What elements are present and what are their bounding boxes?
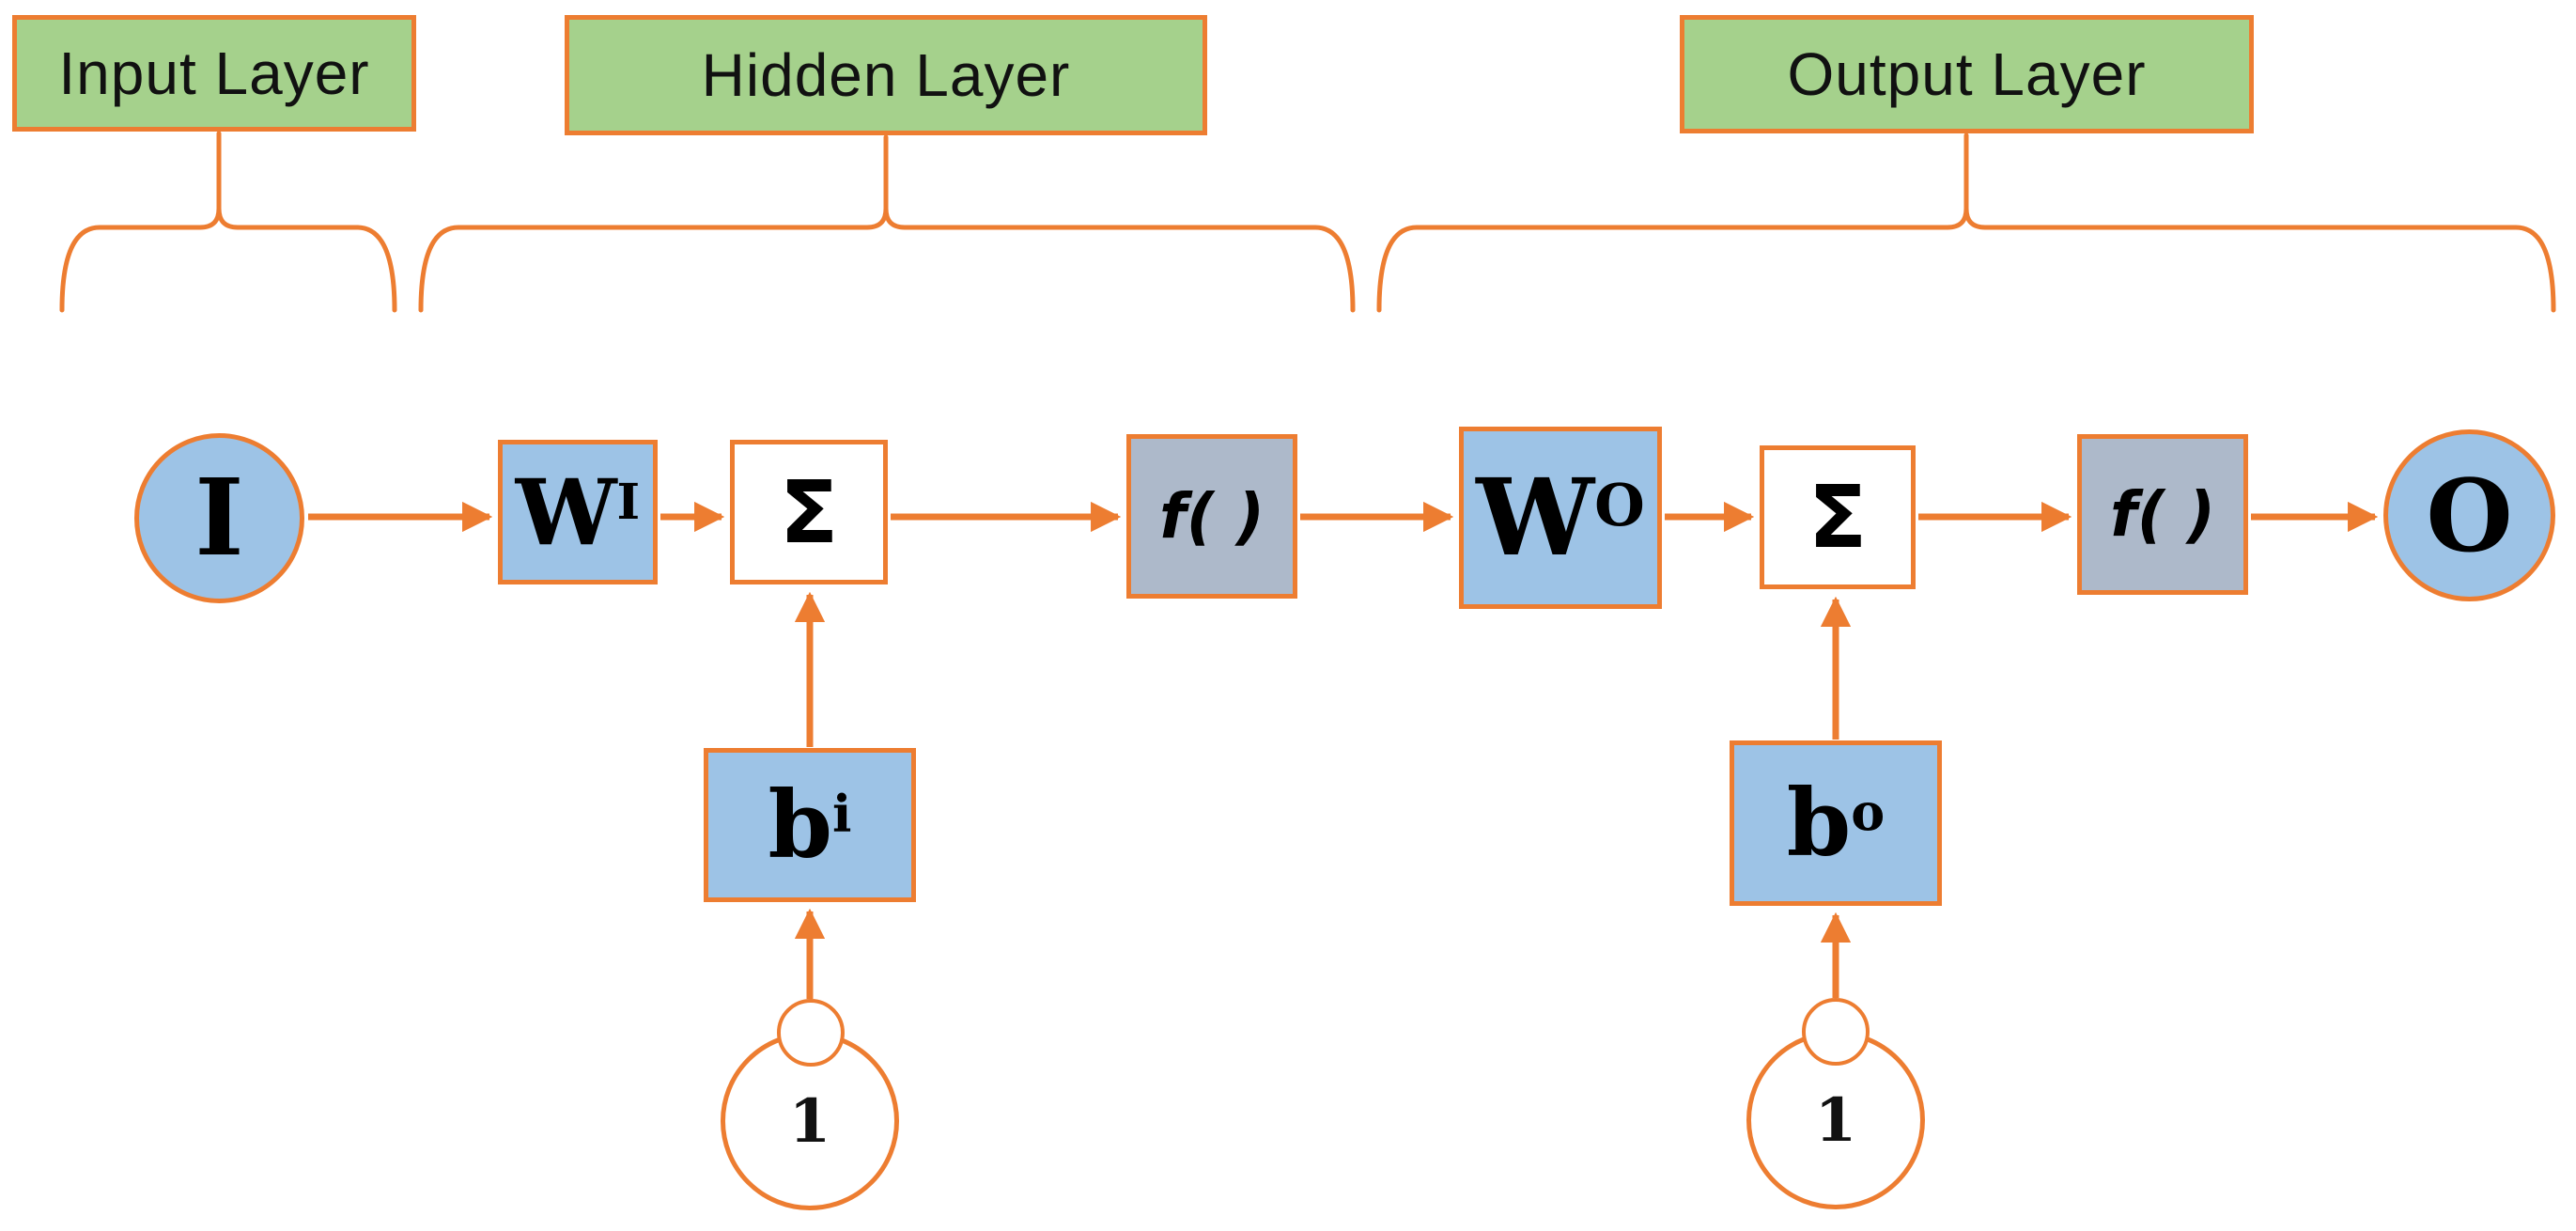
activation-hidden-node: f( ) bbox=[1126, 434, 1297, 599]
weight-input-node: WI bbox=[498, 440, 658, 584]
output-layer-label: Output Layer bbox=[1680, 15, 2254, 133]
activation-output-node: f( ) bbox=[2077, 434, 2248, 595]
weight-input-superscript: I bbox=[616, 473, 641, 532]
sum-hidden-node: Σ bbox=[730, 440, 888, 584]
weight-output-node: WO bbox=[1459, 427, 1662, 609]
output-node: O bbox=[2383, 429, 2555, 601]
hidden-layer-label: Hidden Layer bbox=[565, 15, 1207, 135]
bias-output-superscript: o bbox=[1851, 781, 1885, 842]
bias-hidden-node: bi bbox=[704, 748, 916, 902]
bias-hidden-label: bi bbox=[768, 771, 852, 880]
bias-output-label: bo bbox=[1786, 769, 1885, 878]
input-node-label: I bbox=[194, 457, 244, 580]
output-node-label: O bbox=[2426, 457, 2513, 574]
sum-hidden-label: Σ bbox=[779, 461, 839, 563]
bias-unit-output-connector-circle bbox=[1802, 998, 1870, 1066]
bias-unit-hidden-label: 1 bbox=[788, 1085, 831, 1157]
sum-output-node: Σ bbox=[1760, 445, 1916, 589]
activation-hidden-label: f( ) bbox=[1158, 480, 1265, 553]
weight-output-label: WO bbox=[1476, 456, 1645, 580]
input-layer-label: Input Layer bbox=[12, 15, 416, 132]
bias-unit-hidden-circle: 1 bbox=[721, 1032, 899, 1210]
brace-input-layer bbox=[59, 208, 397, 313]
brace-hidden-layer bbox=[418, 208, 1356, 313]
bias-unit-output-label: 1 bbox=[1814, 1084, 1857, 1156]
weight-output-superscript: O bbox=[1594, 470, 1645, 539]
brace-output-layer bbox=[1376, 208, 2556, 313]
weight-input-label: WI bbox=[515, 459, 641, 566]
sum-output-label: Σ bbox=[1808, 467, 1868, 568]
bias-hidden-superscript: i bbox=[832, 783, 852, 844]
bias-output-node: bo bbox=[1730, 740, 1942, 906]
bias-unit-hidden-connector-circle bbox=[777, 999, 845, 1067]
input-node: I bbox=[134, 433, 304, 603]
activation-output-label: f( ) bbox=[2109, 478, 2216, 551]
